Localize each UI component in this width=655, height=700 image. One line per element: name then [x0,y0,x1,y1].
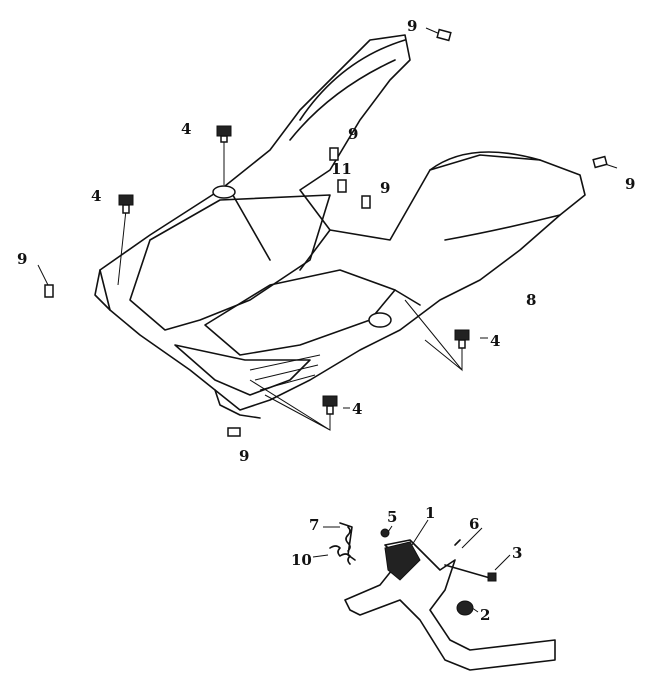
callout-11: 11 [331,160,352,178]
leader-lines [37,27,618,613]
callout-9-center: 9 [380,179,390,197]
callout-6: 6 [469,515,479,533]
main-stand [329,522,556,671]
floor-panel [94,34,586,419]
callout-4-right: 4 [490,332,500,350]
callout-4-bottom: 4 [352,400,362,418]
callout-2: 2 [480,606,490,624]
callout-9-left: 9 [17,250,27,268]
clips [44,28,608,437]
callout-4-left: 4 [91,187,101,205]
callout-8: 8 [526,291,536,309]
callout-3: 3 [512,544,522,562]
callout-7: 7 [309,516,319,534]
bolts [118,125,470,415]
callout-9-upper-mid: 9 [348,125,358,143]
callout-9-top: 9 [407,17,417,35]
callout-10: 10 [291,551,312,569]
callout-9-right: 9 [625,175,635,193]
callout-5: 5 [387,508,397,526]
callout-1: 1 [425,504,435,522]
callout-4-top: 4 [181,120,191,138]
callout-labels: 9 9 11 9 9 9 9 4 4 4 4 8 1 5 7 6 3 10 2 [17,17,635,624]
callout-9-bottom: 9 [239,447,249,465]
